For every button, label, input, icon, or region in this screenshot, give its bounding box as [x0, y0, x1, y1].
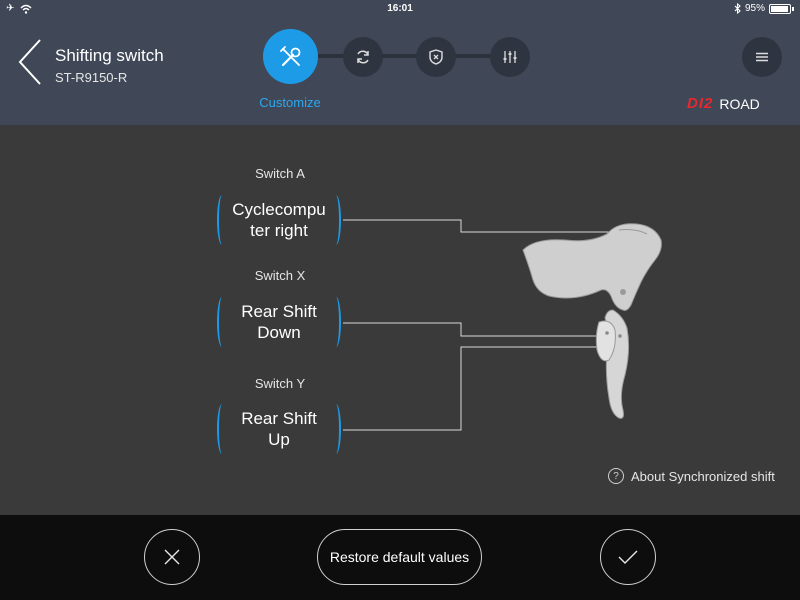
list-icon [756, 52, 768, 62]
switch-x-label: Switch X [254, 268, 306, 283]
brand-road: ROAD [719, 95, 760, 112]
about-sync-shift-link[interactable]: ? About Synchronized shift [608, 468, 775, 484]
connector-lines [343, 219, 612, 431]
stepper-line [300, 54, 515, 58]
switch-a-label: Switch A [255, 166, 305, 181]
restore-defaults-button[interactable]: Restore default values [317, 529, 482, 585]
check-icon [618, 550, 638, 564]
menu-button[interactable] [742, 37, 782, 77]
step-sync[interactable] [343, 37, 383, 77]
page-subtitle: ST-R9150-R [55, 70, 128, 85]
brand-di2: DI2 [687, 95, 714, 112]
bluetooth-icon [734, 3, 741, 14]
about-sync-shift-text: About Synchronized shift [631, 468, 775, 484]
switch-x-value: Rear Shift Down [241, 302, 317, 342]
switch-a-value: Cyclecompu ter right [232, 200, 326, 240]
shift-lever-illustration [522, 223, 662, 419]
wifi-icon [20, 4, 32, 14]
cancel-button[interactable] [144, 529, 200, 585]
brand-logo: DI2 ROAD [687, 95, 760, 112]
status-time: 16:01 [387, 3, 413, 14]
close-icon [164, 549, 180, 565]
switch-x-button[interactable]: Rear Shift Down [217, 297, 341, 347]
battery-percent: 95% [744, 3, 765, 14]
switch-y-value: Rear Shift Up [241, 409, 317, 449]
status-left: ✈ [6, 3, 32, 14]
back-chevron-icon [18, 39, 41, 85]
step-protect[interactable] [416, 37, 456, 77]
switch-a-button[interactable]: Cyclecompu ter right [217, 195, 341, 245]
main-content: Switch A Cyclecompu ter right Switch X R… [0, 125, 800, 515]
step-customize[interactable] [263, 29, 318, 84]
active-step-label: Customize [259, 95, 321, 110]
header: Shifting switch ST-R9150-R Customize [0, 18, 800, 125]
status-right: 95% [734, 3, 794, 14]
shield-icon [429, 49, 443, 65]
sliders-icon [503, 51, 517, 63]
help-icon: ? [608, 468, 624, 484]
confirm-button[interactable] [600, 529, 656, 585]
switch-y-label: Switch Y [254, 376, 306, 391]
back-button[interactable] [14, 38, 46, 86]
switch-y-button[interactable]: Rear Shift Up [217, 404, 341, 454]
battery-fill [771, 5, 789, 12]
page-title: Shifting switch [55, 46, 164, 65]
tools-icon [279, 45, 300, 66]
sync-icon [357, 50, 369, 64]
airplane-icon: ✈ [6, 3, 15, 14]
step-adjust[interactable] [490, 37, 530, 77]
battery-icon [769, 3, 794, 14]
status-bar: ✈ 16:01 95% [0, 0, 800, 18]
footer: Restore default values [0, 515, 800, 600]
